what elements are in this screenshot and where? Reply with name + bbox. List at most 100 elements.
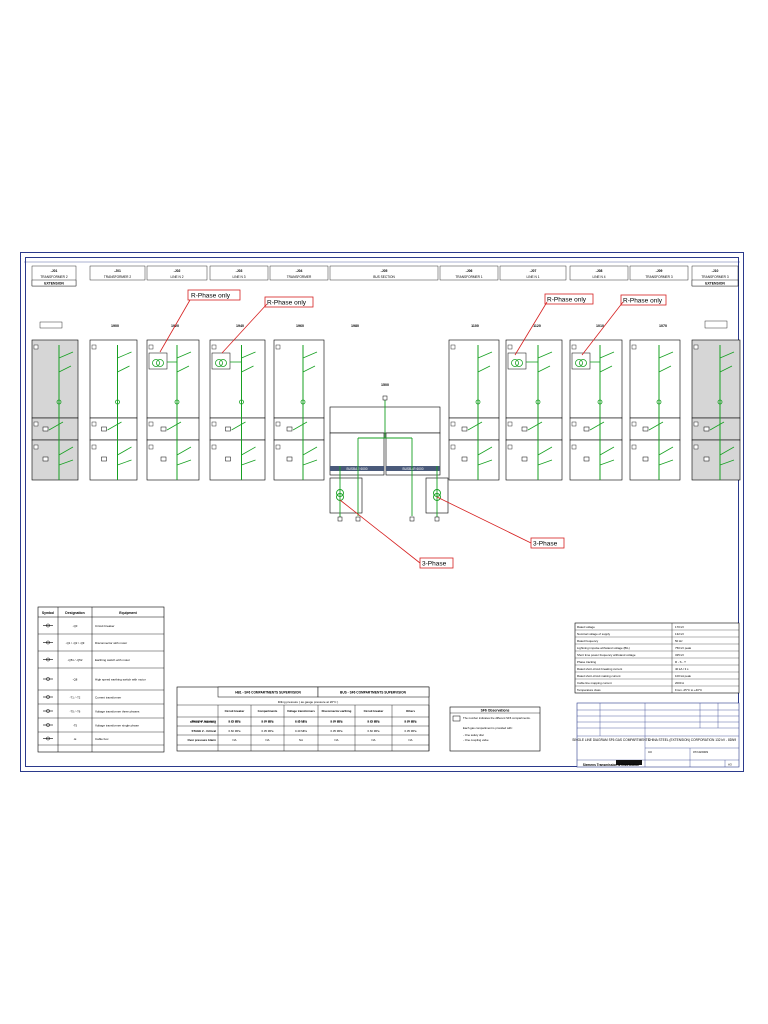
sf6-supervision-table: HB1 - SF6 COMPARTMENTS SUPERVISION BUS -… [176,686,430,752]
sf6-cell: NA [299,738,303,742]
sf6-cell: 0.37 MPa [331,720,343,724]
sf6-cell: 0.37 MPa [262,720,274,724]
section-number: 1900 [111,324,119,328]
sf6-cell: 0.35 MPa [405,729,417,733]
header-bay-name: TRANSFORMER [287,275,312,279]
sf6-cell: 0.35 MPa [331,729,343,733]
sf6-cell: NA [335,738,339,742]
drawing-title: SINGLE LINE DIAGRAM SF6 GAS COMPARTMENTS [572,738,649,742]
sf6-cell: NA [233,738,237,742]
sf6-cell: 0.40 MPa [295,729,307,733]
client-name: CHINA STEEL (EXTENSION) CORPORATION 132 … [648,738,736,742]
sf6-row-label: Over pressure Alarm [188,738,217,742]
sf6-column-header: Circuit breaker [225,709,246,713]
bay-3 [146,339,200,481]
header-bay-name: TRANSFORMER 3 [645,275,673,279]
legend-equipment: Earthing switch with motor [95,658,130,662]
busbar-left-strip [330,466,384,471]
header-bay-name: TRANSFORMER 1 [455,275,483,279]
callout-r-phase-2: R-Phase only [221,296,314,354]
sf6-left-header: HB1 - SF6 COMPARTMENTS SUPERVISION [235,691,301,695]
header-bay-id: -J07 [530,269,537,273]
legend-designation: -Q0 [73,624,78,628]
rating-value: 2000 A [675,681,684,685]
sf6-column-header: Disconnector earthing [322,709,352,713]
section-number: 1960 [296,324,304,328]
bay-7 [505,339,563,481]
revision-code: C0 [648,750,652,754]
sf6-cell: 0.35 MPa [262,729,274,733]
bay-8 [569,339,623,481]
sf6-observations-title: SF6 Observations [481,709,510,713]
bay-9 [629,339,681,481]
svg-text:R-Phase only: R-Phase only [191,293,231,300]
header-bay-id: -J10 [712,269,719,273]
section-tag-right [704,320,728,329]
legend-designation: -Q51 / -Q52 [68,658,83,662]
legend-equipment: Voltage transformer three phases [95,710,140,714]
header-bay-tag: EXTENSION [705,282,725,286]
legend-equipment: High speed earthing switch with motor [95,678,146,682]
sf6-right-header: BUS - SF6 COMPARTMENTS SUPERVISION [340,691,407,695]
rating-value: 100 kA peak [675,674,691,678]
bay-10 [691,339,741,481]
sf6-row-label: STAGE 1 - Refilling [190,720,216,724]
legend-header-symbol: Symbol [42,611,54,615]
sf6-column-header: Others [406,709,415,713]
section-number: 1980 [351,324,359,328]
header-bay-id: -J02 [174,269,181,273]
section-number: 1010 [596,324,604,328]
legend-equipment: Disconnector with motor [95,641,127,645]
legend-designation: -Q8 [73,678,78,682]
sf6-observation-line-1: The number indicates the different SF6 c… [463,716,531,720]
sf6-cell: 0.75 MPa [229,719,241,723]
header-bay-id: -J01 [114,269,121,273]
svg-text:3-Phase: 3-Phase [422,561,447,568]
legend-designation: -T5 / -T6 [70,710,81,714]
callout-3-phase-right: 3-Phase [436,496,565,549]
rating-value: R - S - T [675,660,686,664]
header-bay-name: LINE N 1 [527,275,540,279]
legend-equipment: Voltage transformer single phase [95,724,139,728]
section-tag-left [39,321,63,329]
title-block: SINGLE LINE DIAGRAM SF6 GAS COMPARTMENTS… [572,702,740,768]
section-number: 1940 [236,324,244,328]
bay-5 [273,339,325,481]
sf6-column-header: Circuit breaker [364,709,385,713]
sf6-cell: 0.62 MPa [229,720,241,724]
svg-text:R-Phase only: R-Phase only [267,300,307,307]
header-bay-id: -J08 [596,269,603,273]
rating-label: Lightning impulse withstand voltage (BIL… [577,646,630,650]
section-number: 1070 [659,324,667,328]
sf6-cell: 0.45 MPa [295,719,307,723]
rating-label: Rated short-circuit making current [577,674,621,678]
callout-r-phase-1: R-Phase only [159,289,241,353]
header-bay-name: BUS SECTION [373,275,395,279]
bus-section-bay: BUSBAR 6000 BUSBAR 6000 1500 [329,383,449,522]
bay-2 [89,339,138,481]
rating-label: Nominal voltage of supply [577,632,611,636]
header-bay-id: -J03 [236,269,243,273]
sf6-cell: 0.37 MPa [405,720,417,724]
sf6-cell: 0.45 MPa [262,719,274,723]
sf6-column-header: Voltage transformers [287,709,315,713]
rating-value: 750 kV peak [675,646,692,650]
bay-1 [31,339,79,481]
rating-value: From -25°C to +40°C [675,688,702,692]
svg-text:3-Phase: 3-Phase [533,541,558,548]
legend-row: -Q51 / -Q52 Earthing switch with motor [38,657,164,669]
sheet-size: A3 [728,763,732,767]
legend-equipment: Circuit breaker [95,624,115,628]
section-number: 1100 [471,324,479,328]
sf6-cell: 0.60 MPa [229,729,241,733]
bay-4 [209,339,266,481]
sf6-cell: 0.75 MPa [368,719,380,723]
